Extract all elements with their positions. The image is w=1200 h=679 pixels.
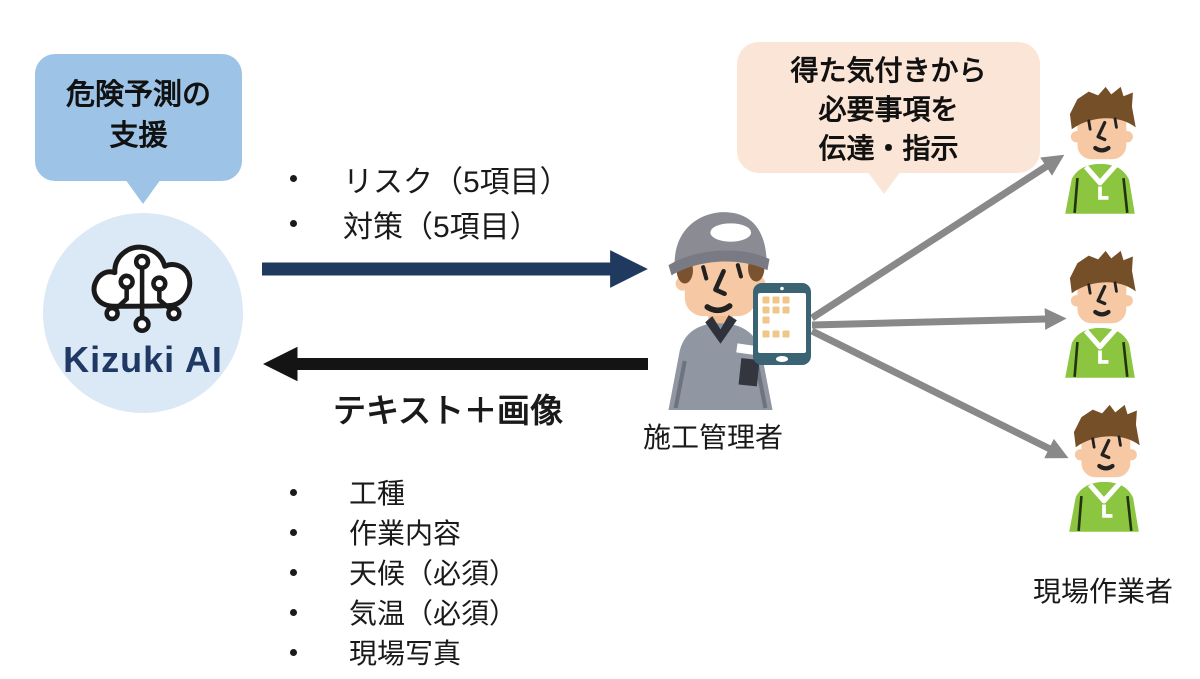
list-item-label: 作業内容: [349, 518, 462, 549]
bullet-icon: [290, 488, 297, 496]
arrow-manager-to-worker-1: [810, 154, 1065, 321]
list-item-label: リスク（5項目）: [343, 165, 570, 199]
list-item: 工種: [290, 472, 517, 512]
bubble-tail: [867, 171, 901, 194]
list-item-label: 気温（必須）: [349, 598, 518, 629]
bullet-icon: [290, 528, 297, 536]
bullet-icon: [290, 568, 297, 576]
list-item-label: 工種: [349, 478, 406, 509]
list-item: 対策（5項目）: [290, 201, 570, 246]
list-item-label: 天候（必須）: [349, 558, 518, 589]
list-item: 作業内容: [290, 512, 517, 552]
bullet-icon: [290, 175, 297, 182]
kizuki-ai-node: Kizuki AI: [43, 213, 243, 413]
ai-output-list: リスク（5項目） 対策（5項目）: [290, 156, 570, 246]
list-item: 気温（必須）: [290, 592, 517, 632]
instruction-line1: 得た気付きから: [790, 55, 987, 86]
list-item: リスク（5項目）: [290, 156, 570, 201]
arrow-manager-to-worker-2: [811, 308, 1067, 330]
instruction-line3: 伝達・指示: [818, 133, 959, 164]
bullet-icon: [290, 648, 297, 656]
list-item-label: 対策（5項目）: [343, 210, 540, 244]
bubble-tail: [125, 179, 161, 204]
workers-label: 現場作業者: [1032, 576, 1173, 607]
worker-figure-1: [1053, 82, 1147, 214]
kizuki-ai-label: Kizuki AI: [63, 339, 223, 380]
bullet-icon: [290, 220, 297, 227]
instruction-bubble: 得た気付きから 必要事項を 伝達・指示: [737, 42, 1040, 194]
manager-input-list: 工種 作業内容 天候（必須） 気温（必須） 現場写真: [290, 472, 517, 672]
hazard-prediction-line2: 支援: [109, 120, 168, 152]
instruction-line2: 必要事項を: [818, 94, 959, 125]
hazard-prediction-line1: 危険予測の: [65, 79, 211, 111]
list-item: 天候（必須）: [290, 552, 517, 592]
bullet-icon: [290, 608, 297, 616]
cloud-network-icon: [91, 244, 193, 334]
worker-figure-2: [1053, 246, 1147, 378]
manager-label: 施工管理者: [642, 422, 783, 453]
worker-figure-3: [1057, 400, 1151, 532]
smartphone-icon: [753, 283, 811, 365]
list-item-label: 現場写真: [349, 638, 462, 669]
arrow-manager-to-worker-3: [810, 327, 1069, 459]
return-data-label: テキスト＋画像: [333, 392, 564, 429]
list-item: 現場写真: [290, 632, 517, 672]
hazard-prediction-bubble: 危険予測の 支援: [35, 54, 242, 204]
